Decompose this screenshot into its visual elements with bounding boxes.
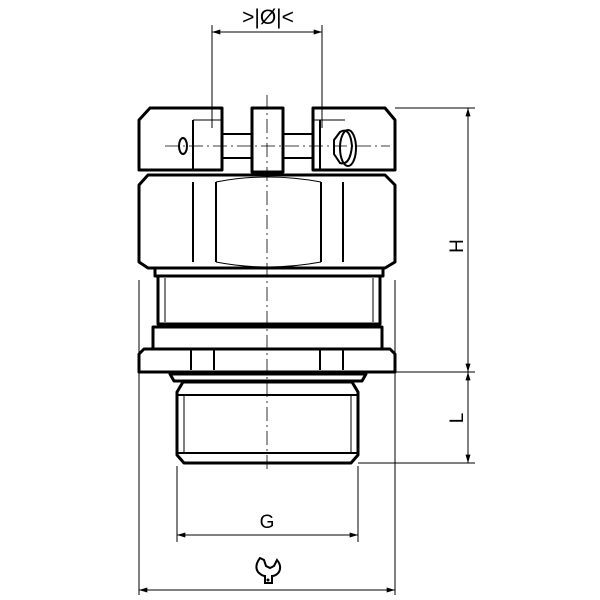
diameter-dimension: >|Ø|< [211, 6, 323, 128]
gland-body [137, 266, 397, 465]
thread-length-label: L [447, 413, 468, 424]
thread-dimension: G [176, 466, 359, 542]
height-dimension: H [382, 107, 475, 373]
thread-length-dimension: L [358, 372, 475, 464]
wrench-size-dimension [138, 280, 396, 595]
diameter-label: >|Ø|< [242, 6, 294, 29]
thread-label: G [260, 512, 275, 533]
wrench-icon [255, 556, 282, 584]
height-label: H [447, 239, 468, 253]
dome-cap [137, 106, 397, 174]
